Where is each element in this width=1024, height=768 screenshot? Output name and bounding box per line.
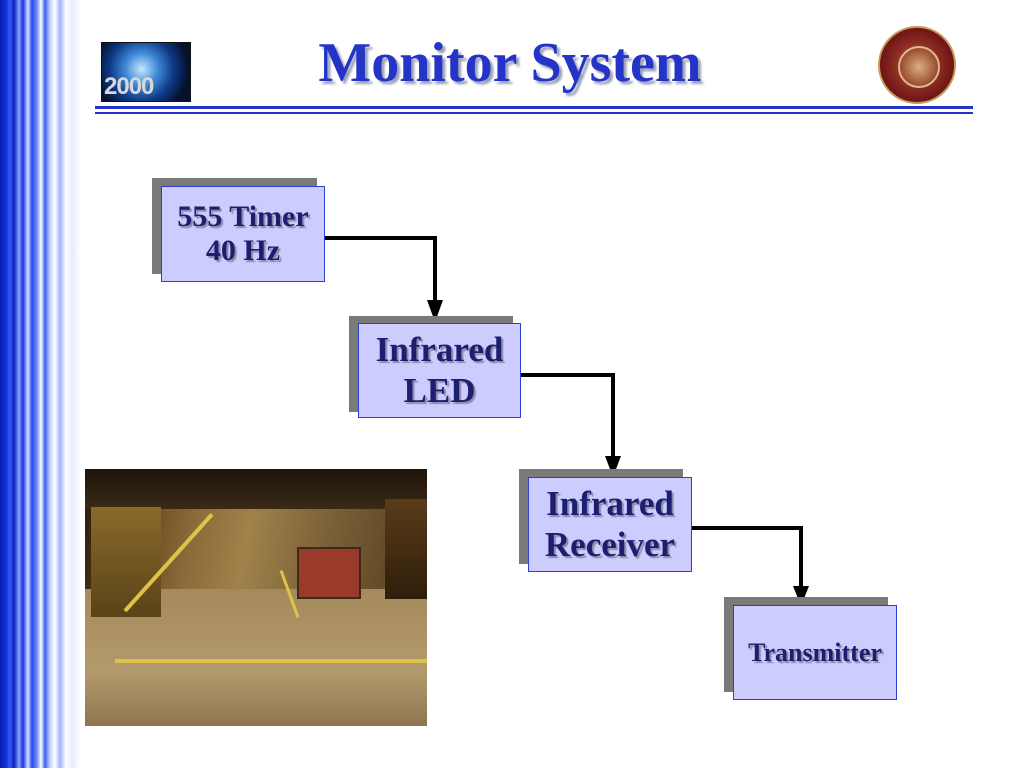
timer-box: 555 Timer 40 Hz <box>161 186 325 282</box>
logo-year-text: 2000 <box>104 73 154 100</box>
arrow-timer-to-led <box>325 236 437 312</box>
slide-title: Monitor System <box>318 32 702 94</box>
arrow-receiver-to-transmitter <box>691 526 803 592</box>
photo-shelving-right <box>385 499 427 599</box>
globe-2000-logo: 2000 <box>101 42 191 102</box>
photo-shelving-left <box>91 507 161 617</box>
ir-receiver-box-label: Infrared Receiver <box>544 484 676 564</box>
arrow-led-to-receiver <box>521 373 615 462</box>
university-seal-logo <box>878 26 956 104</box>
ir-led-box: Infrared LED <box>358 323 521 418</box>
factory-floor-photo <box>85 469 427 726</box>
title-underline-top <box>95 106 973 109</box>
title-underline-bottom <box>95 112 973 114</box>
photo-floor-stripe <box>115 659 427 663</box>
photo-ceiling <box>85 469 427 509</box>
ir-receiver-box: Infrared Receiver <box>528 477 692 572</box>
transmitter-box-label: Transmitter <box>748 637 882 667</box>
timer-box-label: 555 Timer 40 Hz <box>177 199 309 268</box>
transmitter-box: Transmitter <box>733 605 897 700</box>
decorative-side-stripes <box>0 0 80 768</box>
photo-cart <box>297 547 361 599</box>
ir-led-box-label: Infrared LED <box>375 330 504 410</box>
